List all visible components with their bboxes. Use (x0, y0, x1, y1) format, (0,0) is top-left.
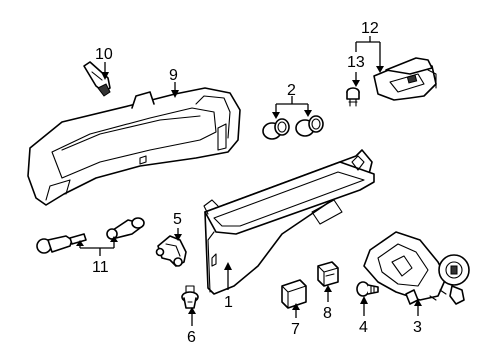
callout-6: 6 (187, 329, 196, 346)
part-5-bracket (155, 235, 187, 267)
callout-4: 4 (359, 319, 368, 336)
callout-8: 8 (323, 305, 332, 322)
part-7-pad (281, 279, 307, 309)
part-9-upper-panel (27, 87, 241, 206)
part-13-screw (346, 87, 360, 107)
callout-1: 1 (224, 294, 233, 311)
callout-10: 10 (95, 46, 113, 63)
callout-labels: 10 9 2 12 13 5 11 1 6 7 8 4 3 (92, 20, 422, 346)
part-4-screw (356, 281, 379, 297)
part-8-clip (317, 261, 339, 287)
callout-11: 11 (92, 259, 109, 276)
part-6-retainer (181, 285, 199, 309)
callout-7: 7 (291, 321, 300, 338)
callout-3: 3 (413, 319, 422, 336)
callout-9: 9 (169, 67, 178, 84)
leader-lines (76, 36, 422, 326)
callout-2: 2 (287, 82, 296, 99)
part-3-latch-assembly (363, 231, 470, 305)
part-12-striker (373, 57, 437, 101)
callout-5: 5 (173, 211, 182, 228)
callout-13: 13 (347, 54, 365, 71)
part-1-glove-box (203, 149, 375, 295)
part-2-bumpers (262, 115, 324, 140)
callout-12: 12 (361, 20, 379, 37)
part-10-clip (83, 61, 111, 97)
part-11-dampers (36, 217, 145, 254)
